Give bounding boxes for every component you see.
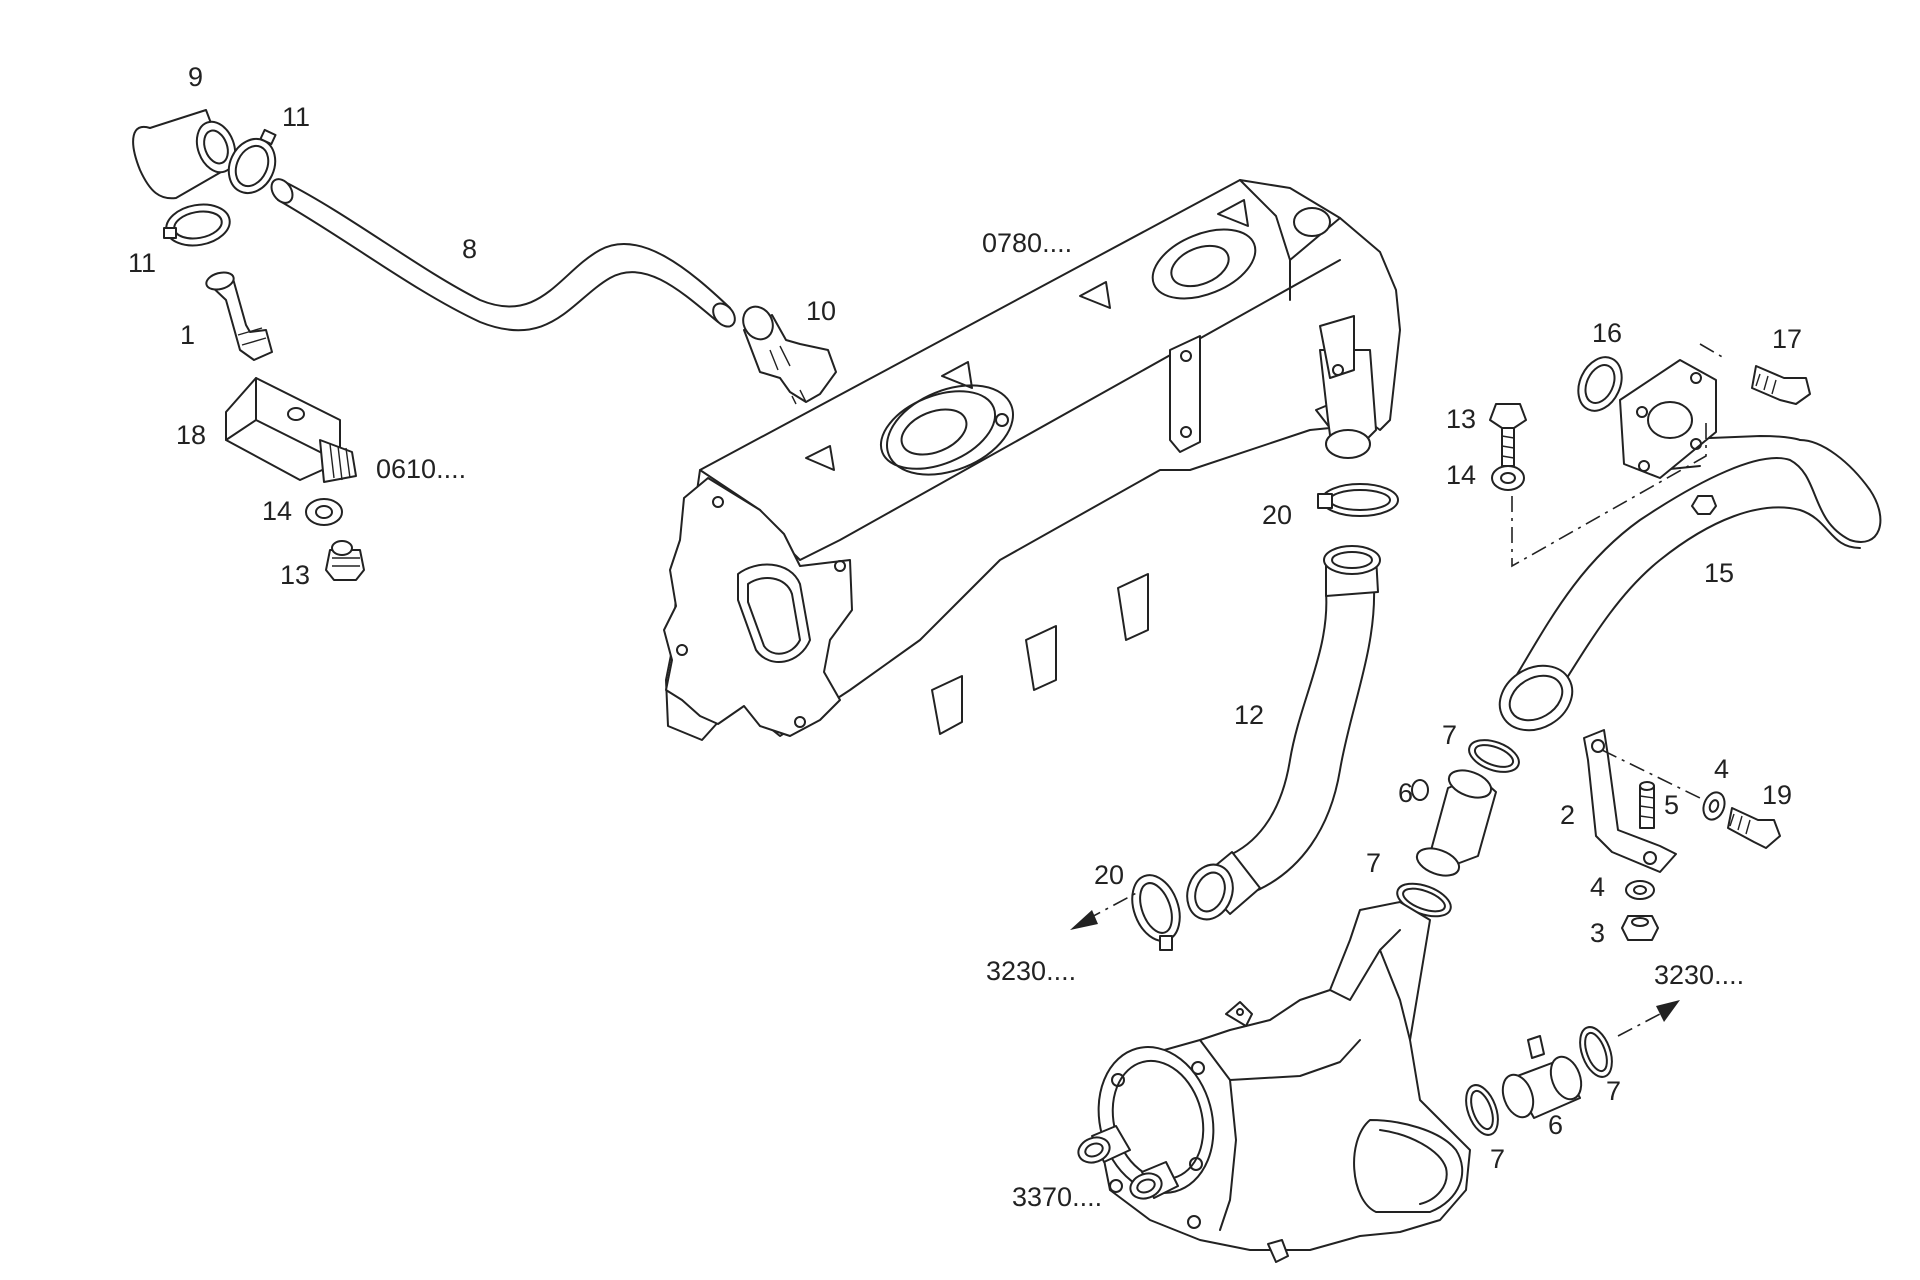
- callout-labels: 9 11 11 8 1 10 18 0610.... 14 13 0780...…: [128, 62, 1802, 1212]
- part-14-washer-right: [1491, 465, 1525, 491]
- callout-14-left: 14: [262, 496, 292, 526]
- callout-7-middle: 7: [1366, 848, 1381, 878]
- arrow-3230-right: [1617, 1000, 1680, 1037]
- part-11-clamp-upper: [227, 128, 277, 195]
- part-8-pipe: [270, 178, 736, 332]
- callout-14-right: 14: [1446, 460, 1476, 490]
- callout-20-upper: 20: [1262, 500, 1292, 530]
- callout-20-lower: 20: [1094, 860, 1124, 890]
- callout-19: 19: [1762, 780, 1792, 810]
- part-13-bolt-right: [1489, 403, 1527, 467]
- part-2-bracket: [1583, 729, 1677, 873]
- callout-4-lower: 4: [1590, 872, 1605, 902]
- callout-3: 3: [1590, 918, 1605, 948]
- part-18-adapter-block: [225, 377, 357, 483]
- part-1-fitting: [205, 271, 273, 361]
- part-20-clamp-upper: [1317, 483, 1399, 517]
- callout-3230-left: 3230....: [986, 956, 1076, 986]
- arrow-3230-left: [1070, 889, 1143, 930]
- callout-18: 18: [176, 420, 206, 450]
- callout-8: 8: [462, 234, 477, 264]
- part-7-o-ring-upper: [1468, 739, 1520, 773]
- callout-9: 9: [188, 62, 203, 92]
- part-7-o-ring-lower-left: [1465, 1084, 1499, 1136]
- part-19-bolt: [1727, 807, 1781, 849]
- part-16-gasket: [1577, 356, 1623, 412]
- part-14-washer-left: [305, 498, 343, 526]
- callout-6-lower: 6: [1548, 1110, 1563, 1140]
- callout-7-lower-left: 7: [1490, 1144, 1505, 1174]
- part-6-sleeve-upper: [1411, 769, 1497, 877]
- callout-2: 2: [1560, 800, 1575, 830]
- callout-16: 16: [1592, 318, 1622, 348]
- part-4-washer-upper: [1702, 791, 1726, 821]
- callout-1: 1: [180, 320, 195, 350]
- callout-4-upper: 4: [1714, 754, 1729, 784]
- part-10-elbow-fitting: [742, 305, 837, 405]
- callout-7-lower-right: 7: [1606, 1076, 1621, 1106]
- part-20-clamp-lower: [1131, 874, 1181, 951]
- part-17-bolt: [1751, 365, 1811, 405]
- callout-13-left: 13: [280, 560, 310, 590]
- callout-3370: 3370....: [1012, 1182, 1102, 1212]
- callout-5: 5: [1664, 790, 1679, 820]
- callout-12: 12: [1234, 700, 1264, 730]
- callout-3230-right: 3230....: [1654, 960, 1744, 990]
- part-6-sleeve-lower: [1501, 1035, 1583, 1119]
- callout-0780: 0780....: [982, 228, 1072, 258]
- part-12-hose: [1186, 545, 1381, 921]
- callout-13-right: 13: [1446, 404, 1476, 434]
- part-15-pipe-flange: [1498, 359, 1882, 732]
- callout-6-upper: 6: [1398, 778, 1413, 808]
- housing-3370: [1077, 901, 1471, 1263]
- callout-15: 15: [1704, 558, 1734, 588]
- callout-17: 17: [1772, 324, 1802, 354]
- part-13-plug-left: [325, 540, 365, 581]
- part-11-clamp-lower: [163, 203, 231, 247]
- alignment-lines: [1511, 343, 1725, 799]
- part-9-elbow-hose: [132, 109, 237, 200]
- part-7-o-ring-lower-right: [1579, 1026, 1613, 1078]
- part-4-washer-lower: [1625, 880, 1655, 900]
- callout-10: 10: [806, 296, 836, 326]
- callout-11-lower: 11: [128, 248, 156, 278]
- part-5-stud: [1639, 781, 1655, 829]
- manifold-body: [663, 179, 1401, 741]
- callout-11-upper: 11: [282, 102, 310, 132]
- part-3-nut: [1621, 915, 1659, 941]
- callout-0610: 0610....: [376, 454, 466, 484]
- callout-7-upper: 7: [1442, 720, 1457, 750]
